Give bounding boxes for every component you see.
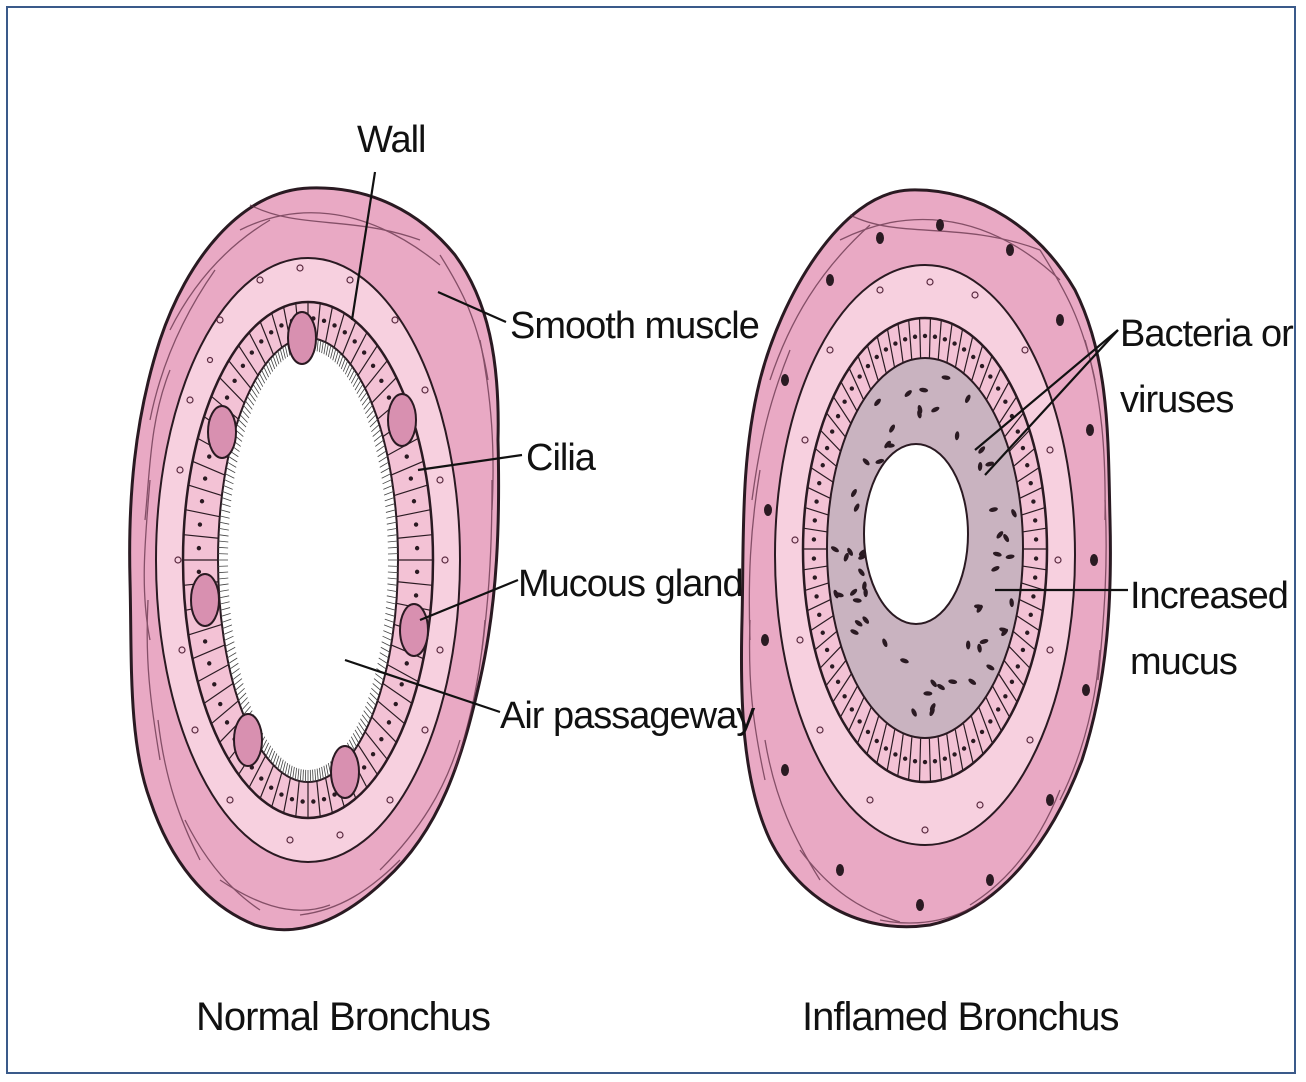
label-mucus-line2: mucus <box>1130 641 1237 683</box>
label-air-passageway: Air passageway <box>500 695 755 737</box>
label-mucus-line1: Increased <box>1130 575 1288 617</box>
inflamed-air-passageway <box>864 444 968 624</box>
label-wall: Wall <box>357 119 425 161</box>
label-bacteria-line2: viruses <box>1120 379 1233 421</box>
label-bacteria-line1: Bacteria or <box>1120 313 1294 355</box>
caption-normal-bronchus: Normal Bronchus <box>196 995 490 1039</box>
label-smooth-muscle: Smooth muscle <box>510 305 759 347</box>
inflamed-bronchus <box>741 190 1110 927</box>
caption-inflamed-bronchus: Inflamed Bronchus <box>802 995 1119 1039</box>
label-cilia: Cilia <box>526 437 597 479</box>
normal-bronchus <box>130 188 499 930</box>
label-mucous-gland: Mucous gland <box>518 563 743 605</box>
